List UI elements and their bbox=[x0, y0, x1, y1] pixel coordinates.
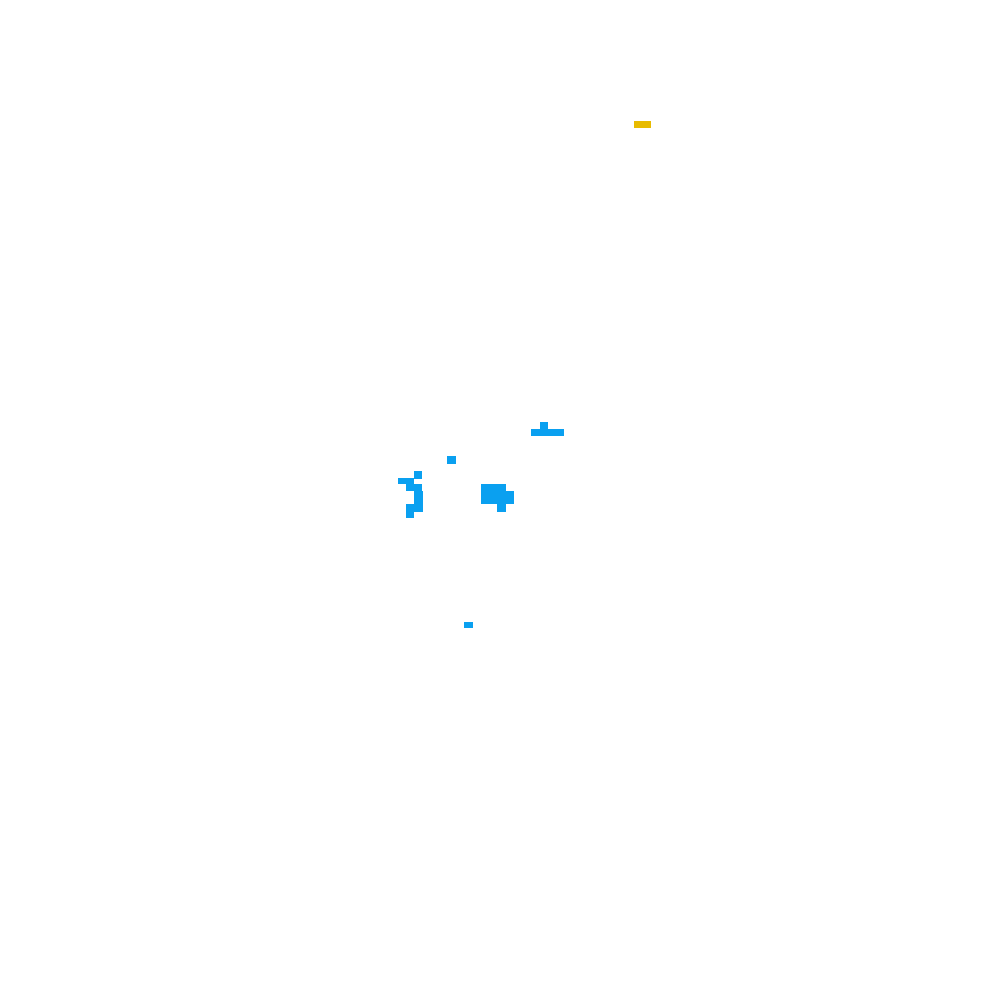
blue-block-cluster-right bbox=[506, 491, 514, 504]
blue-block-cluster-main bbox=[481, 484, 506, 504]
blue-left-glyph-e bbox=[406, 504, 414, 518]
blue-left-glyph-b bbox=[398, 478, 414, 484]
blue-dash-cluster-bar bbox=[531, 429, 564, 436]
blue-left-glyph-c bbox=[406, 484, 422, 491]
blue-block-cluster-bottom bbox=[497, 504, 506, 512]
yellow-marker bbox=[634, 121, 651, 128]
blue-bottom-dot bbox=[464, 622, 473, 628]
blue-small-square bbox=[447, 456, 456, 464]
blue-left-glyph-a bbox=[414, 471, 422, 479]
blue-left-glyph-d bbox=[414, 491, 423, 512]
blue-dash-cluster-top bbox=[540, 422, 548, 430]
